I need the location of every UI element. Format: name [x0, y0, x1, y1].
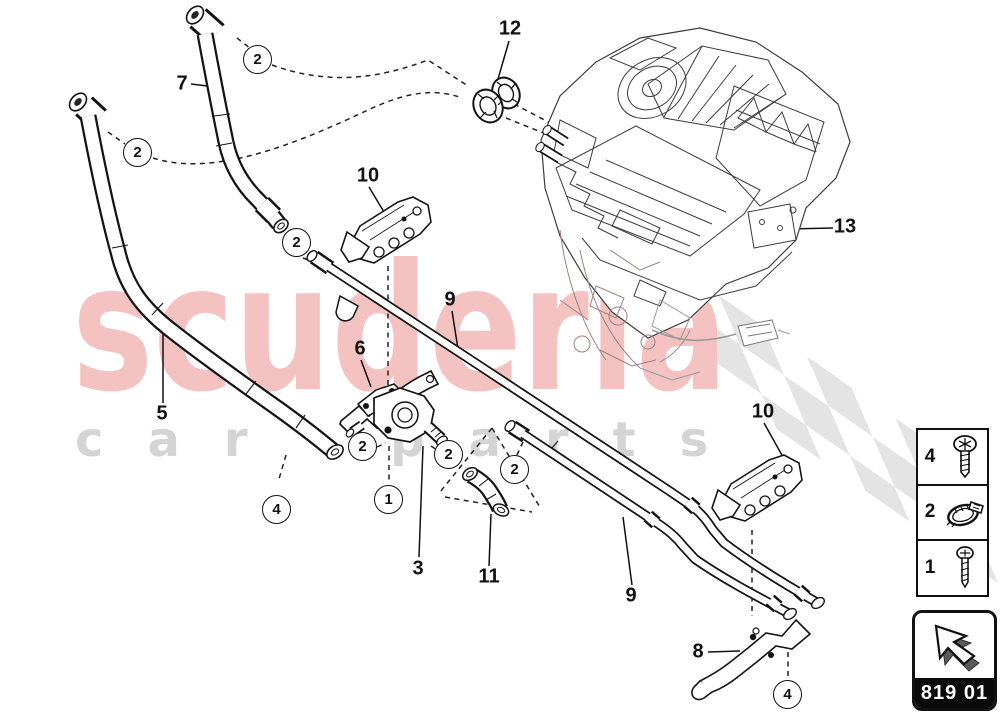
legend-ref-1: 1: [924, 556, 936, 578]
legend-row-1: 1: [918, 539, 987, 595]
pipe-bracket-10-upper: [340, 196, 432, 264]
back-arrow-icon: [915, 613, 994, 678]
elbow-fitting-11: [461, 466, 510, 517]
part-label-8: 8: [692, 640, 704, 663]
pipe-9-lower: [504, 420, 797, 621]
fastener-legend: 4 2: [916, 428, 989, 597]
hvac-hose-ports: [535, 125, 569, 164]
hvac-lower-detail-left: [559, 229, 661, 369]
part-label-6: 6: [354, 337, 366, 360]
part-label-13: 13: [833, 215, 857, 238]
hose-clamp-icon: [942, 492, 987, 532]
part-label-9: 9: [625, 584, 637, 607]
hvac-heater-unit: [535, 27, 851, 381]
hvac-lower-detail-right: [639, 299, 791, 381]
assembly-dashed-lines: [107, 37, 789, 678]
legend-ref-2: 2: [924, 501, 936, 523]
callout-4: 4: [773, 680, 802, 709]
part-label-9: 9: [444, 288, 456, 311]
pipe-bracket-10-lower: [711, 454, 803, 522]
callout-2: 2: [500, 455, 529, 484]
callout-2: 2: [243, 45, 272, 74]
part-label-7: 7: [176, 72, 188, 95]
part-label-3: 3: [412, 557, 424, 580]
callout-2: 2: [282, 228, 311, 257]
callout-2: 2: [434, 440, 463, 469]
pan-head-screw-icon: [942, 434, 987, 480]
part-label-10: 10: [751, 400, 775, 423]
thermostat-discs: [472, 76, 521, 124]
part-label-11: 11: [478, 565, 500, 588]
callout-4: 4: [262, 495, 291, 524]
legend-ref-4: 4: [924, 445, 936, 467]
part-label-12: 12: [498, 17, 522, 40]
hose-7: [185, 5, 289, 234]
part-label-10: 10: [356, 164, 380, 187]
page-code: 819 01: [915, 678, 994, 708]
part-label-5: 5: [156, 402, 168, 425]
legend-row-2: 2: [918, 483, 987, 540]
pipe-9-upper: [306, 250, 825, 610]
hose-5: [68, 92, 344, 460]
small-screw-icon: [942, 545, 987, 591]
bracket-8: [691, 618, 812, 701]
callout-2: 2: [123, 138, 152, 167]
callout-2: 2: [348, 432, 377, 461]
callout-1: 1: [374, 485, 403, 514]
pipe-clip: [335, 294, 359, 322]
page-code-box: 819 01: [912, 610, 997, 711]
legend-row-4: 4: [918, 430, 987, 484]
